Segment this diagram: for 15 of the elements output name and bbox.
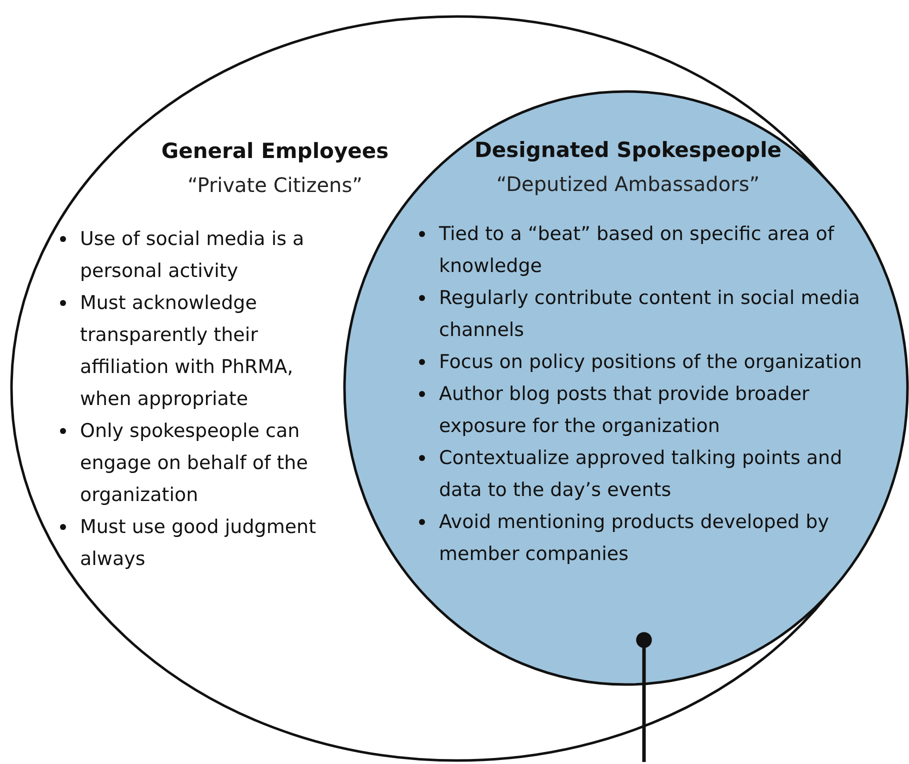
group-heading: General Employees xyxy=(160,139,390,163)
bullet-text: Focus on policy positions of the organization xyxy=(439,351,862,373)
group-subheading: “Deputized Ambassadors” xyxy=(495,172,761,196)
bullet-text: Regularly contribute content in social media channels xyxy=(439,287,860,341)
leader-line xyxy=(636,632,652,762)
bullet-text: Tied to a “beat” based on specific area of knowledge xyxy=(439,223,834,277)
bullet-text: Author blog posts that provide broader exposure for the organization xyxy=(439,383,810,437)
bullet-text: Contextualize approved talking points and data to the day’s events xyxy=(439,447,842,501)
group-subheading: “Private Citizens” xyxy=(186,173,364,197)
bullet-text: Use of social media is a personal activity xyxy=(80,228,304,282)
bullet-text: Must use good judgment always xyxy=(80,516,316,570)
bullet-text: Must acknowledge transparently their affiliation with PhRMA, when appropriate xyxy=(80,292,294,410)
bullet-text: Only spokespeople can engage on behalf of the organization xyxy=(80,420,308,506)
group-heading: Designated Spokespeople xyxy=(473,138,783,162)
bullet-text: Avoid mentioning products developed by member companies xyxy=(439,511,829,565)
